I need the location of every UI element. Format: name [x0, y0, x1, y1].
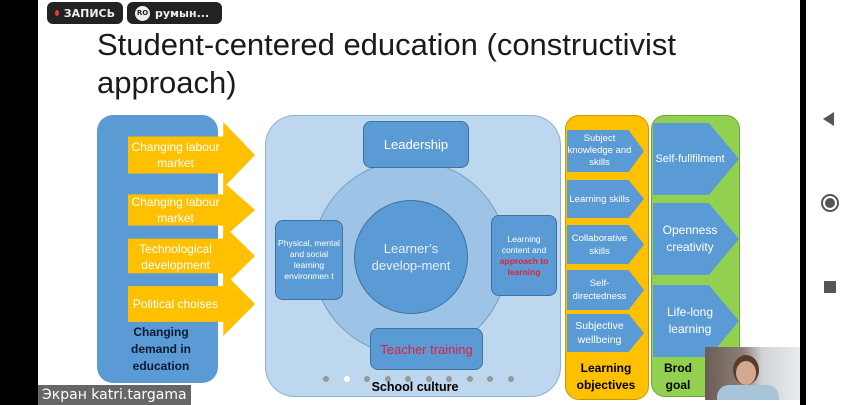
pager-dot[interactable]	[343, 376, 350, 382]
school-label: School culture	[371, 380, 459, 394]
learner-development-circle: Learner’s develop-ment	[354, 200, 468, 314]
teacher-training-box: Teacher training	[370, 328, 483, 370]
pager-dot[interactable]	[446, 376, 452, 382]
pager-dot[interactable]	[425, 376, 432, 382]
screen-share-label: Экран katri.targama	[38, 385, 191, 405]
objective-item: Subjective wellbeing	[567, 314, 644, 352]
leadership-box: Leadership	[363, 121, 469, 168]
demand-item: Changing labour market	[131, 195, 220, 225]
pager-dot[interactable]	[364, 376, 370, 382]
webcam-thumbnail[interactable]	[705, 347, 800, 400]
home-icon[interactable]	[821, 194, 839, 212]
environment-box: Physical, mental and social learning env…	[275, 220, 343, 300]
participant-name: румын...	[155, 6, 210, 20]
pager-dot[interactable]	[323, 376, 329, 382]
objective-item: Collaborative skills	[567, 225, 644, 264]
demand-item: Technological development	[139, 241, 212, 272]
participant-badge[interactable]: RO румын...	[127, 2, 222, 24]
pager-dot[interactable]	[466, 376, 473, 382]
demand-item: Political choises	[132, 296, 219, 311]
recents-icon[interactable]	[824, 281, 836, 293]
demand-item: Changing labour market	[131, 140, 220, 170]
participant-avatar: RO	[135, 5, 150, 21]
pager-dot[interactable]	[384, 376, 391, 382]
slide-title: Student-centered education (constructivi…	[97, 27, 676, 100]
objective-item: Self-directedness	[567, 270, 644, 310]
recording-badge[interactable]: ЗАПИСЬ	[47, 2, 123, 24]
recording-label: ЗАПИСЬ	[63, 6, 115, 20]
objective-item: Learning skills	[567, 180, 644, 218]
back-icon[interactable]	[823, 112, 834, 126]
pager-dot[interactable]	[487, 376, 493, 382]
content-highlight: approach to learning	[499, 255, 549, 277]
objective-item: Subject knowledge and skills	[567, 130, 644, 172]
pager-dot[interactable]	[507, 376, 514, 382]
pager-dot[interactable]	[405, 376, 411, 382]
content-box: Learning content and approach to learnin…	[491, 215, 557, 296]
record-dot-icon	[55, 10, 59, 16]
objectives-label: Learning objectives	[576, 361, 636, 392]
demand-label: Changing demand in education	[130, 325, 191, 373]
content-text: Learning content and	[501, 233, 547, 255]
goals-label: Brod goal	[664, 361, 692, 392]
